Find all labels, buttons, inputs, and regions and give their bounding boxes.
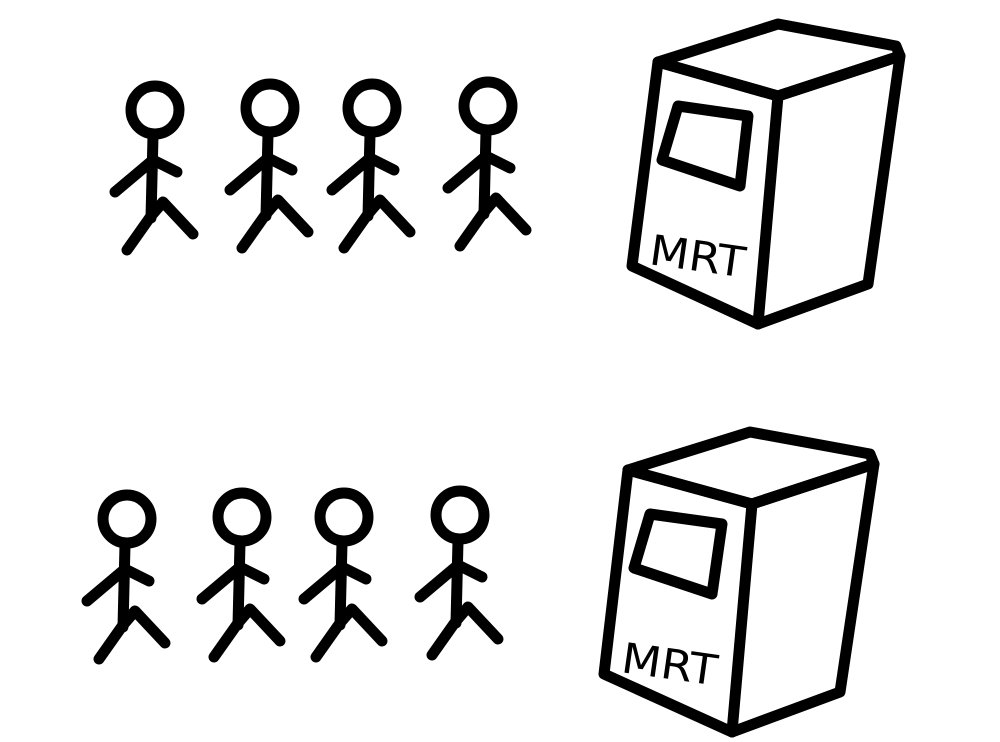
stick-figure	[298, 487, 388, 663]
stick-figure	[109, 80, 199, 256]
mrt-machine-bottom: MRT	[598, 426, 880, 738]
stick-figure	[81, 489, 171, 665]
queue-row-bottom: MRT	[81, 426, 880, 738]
queue-row-top: MRT	[109, 18, 906, 330]
stick-figure	[414, 485, 504, 661]
people-group-bottom	[81, 485, 504, 665]
stick-figure	[224, 78, 314, 254]
people-group-top	[109, 76, 532, 256]
screen-icon	[628, 508, 728, 600]
stick-figure	[196, 487, 286, 663]
screen-icon	[656, 100, 754, 192]
stick-figure	[442, 76, 532, 252]
mrt-machine-top: MRT	[626, 18, 906, 330]
stick-figure	[326, 78, 416, 254]
